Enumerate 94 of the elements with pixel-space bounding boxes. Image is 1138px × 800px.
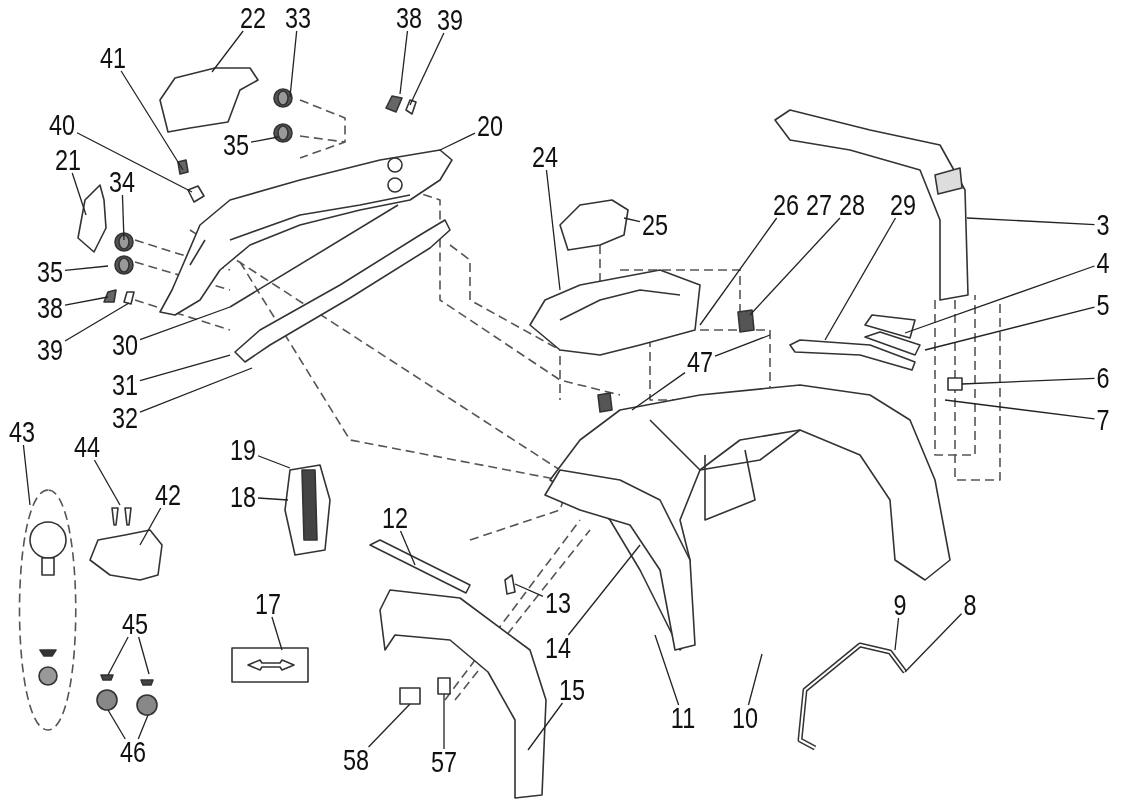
- callout-number: 4: [1096, 248, 1110, 278]
- callout-number: 43: [9, 417, 35, 447]
- leader-line: [139, 507, 162, 546]
- leader-line: [699, 217, 778, 326]
- callout-number: 3: [1096, 210, 1110, 240]
- leader-line: [904, 265, 1096, 334]
- leader-line: [289, 30, 298, 98]
- leader-line: [139, 367, 253, 413]
- callout-number: 22: [240, 3, 266, 33]
- leader-line: [749, 217, 841, 316]
- leader-line: [514, 583, 544, 597]
- callout-number: 24: [532, 142, 558, 172]
- callout-number: 25: [642, 210, 668, 240]
- leader-line: [527, 702, 564, 751]
- leader-line: [76, 132, 193, 193]
- callout-number: 33: [285, 3, 311, 33]
- callout-number: 40: [49, 110, 75, 140]
- leader-line: [714, 334, 771, 357]
- leader-line: [137, 714, 149, 740]
- leader-line: [409, 32, 445, 106]
- callout-number: 6: [1096, 363, 1110, 393]
- callout-number: 21: [55, 145, 81, 175]
- callout-number: 9: [893, 590, 907, 620]
- callout-number: 30: [112, 330, 138, 360]
- leader-line: [64, 265, 109, 272]
- leader-line: [257, 455, 291, 469]
- leader-line: [545, 169, 561, 291]
- callout-number: 17: [255, 589, 281, 619]
- callout-number: 47: [687, 347, 713, 377]
- leader-line: [824, 217, 897, 341]
- callout-number: 27: [806, 190, 832, 220]
- leader-line: [367, 703, 411, 748]
- callout-number: 44: [74, 432, 100, 462]
- callout-number: 10: [732, 703, 758, 733]
- leader-line: [139, 306, 231, 341]
- callout-number: 14: [545, 633, 571, 663]
- callout-number: 13: [545, 588, 571, 618]
- callout-number: 18: [230, 482, 256, 512]
- leader-line: [623, 217, 641, 223]
- callout-number: 26: [773, 190, 799, 220]
- callout-number: 5: [1096, 290, 1110, 320]
- leader-line: [107, 709, 126, 740]
- leader-line: [924, 306, 1096, 351]
- leader-line: [139, 354, 231, 382]
- callout-number: 12: [382, 503, 408, 533]
- leader-line: [120, 70, 184, 171]
- callout-number: 11: [670, 703, 696, 733]
- leader-line: [747, 653, 763, 706]
- leader-line: [64, 296, 109, 306]
- callout-number: 42: [155, 480, 181, 510]
- callout-number: 39: [37, 335, 63, 365]
- leader-line: [961, 377, 1096, 385]
- callout-number: 28: [839, 190, 865, 220]
- callout-number: 57: [431, 747, 457, 777]
- callout-number: 46: [120, 737, 146, 767]
- leader-line: [904, 613, 963, 673]
- callout-number: 15: [559, 675, 585, 705]
- callout-number: 32: [112, 403, 138, 433]
- leader-line: [107, 636, 129, 676]
- leader-line: [654, 634, 680, 706]
- callout-number: 35: [223, 130, 249, 160]
- callout-number: 7: [1096, 405, 1110, 435]
- leader-line: [71, 172, 87, 216]
- leader-line: [211, 30, 244, 73]
- leader-line: [631, 371, 686, 411]
- leader-line: [894, 617, 900, 651]
- leader-line: [439, 132, 476, 151]
- callout-number: 8: [963, 590, 977, 620]
- callout-number: 38: [37, 293, 63, 323]
- leader-line: [399, 30, 409, 95]
- callout-number: 39: [437, 5, 463, 35]
- callout-number: 38: [396, 3, 422, 33]
- leader-line: [138, 636, 150, 675]
- leader-line: [399, 530, 416, 566]
- leader-line: [567, 544, 641, 636]
- leader-line: [443, 693, 445, 750]
- callout-number: 31: [112, 370, 138, 400]
- callout-number: 29: [890, 190, 916, 220]
- callout-number: 41: [100, 43, 126, 73]
- leader-line: [121, 194, 125, 241]
- callout-number: 58: [343, 745, 369, 775]
- leader-line: [966, 217, 1096, 226]
- leader-line: [64, 302, 130, 342]
- leader-line: [22, 444, 31, 506]
- leader-line: [93, 459, 121, 506]
- callout-number: 20: [477, 111, 503, 141]
- leader-line: [250, 136, 279, 143]
- callout-number: 35: [37, 257, 63, 287]
- leader-line: [271, 616, 283, 651]
- callout-number: 34: [109, 167, 135, 197]
- leader-line: [944, 399, 1096, 420]
- callout-number: 19: [230, 435, 256, 465]
- callout-number: 45: [122, 609, 148, 639]
- leader-line: [257, 497, 289, 501]
